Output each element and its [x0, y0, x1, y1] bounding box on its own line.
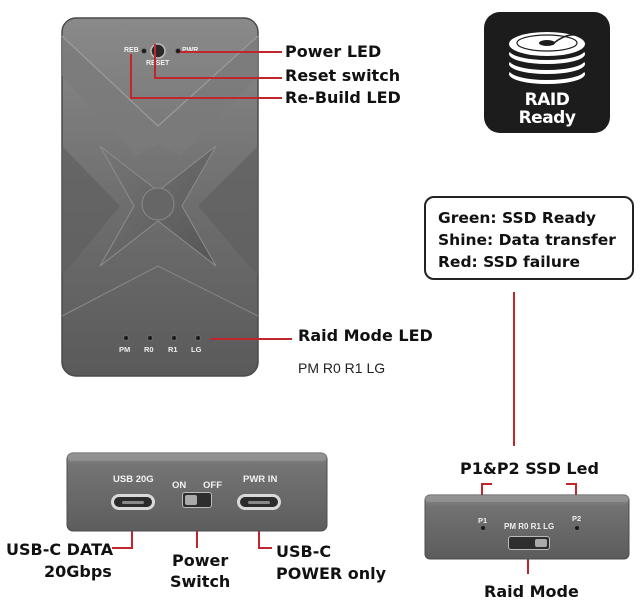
- raid-mode-switch-knob[interactable]: [535, 539, 547, 547]
- p2-led: [575, 526, 579, 530]
- power-switch[interactable]: [182, 492, 212, 508]
- mode-label-pm: PM: [119, 345, 131, 354]
- mode-led-r1: [172, 336, 176, 340]
- switch-off-label: OFF: [203, 480, 222, 491]
- front-panel-device: [61, 17, 259, 377]
- usb-c-power-port[interactable]: [237, 494, 281, 510]
- callout-usb-data-2: 20Gbps: [44, 562, 112, 581]
- callout-raid-mode: Raid Mode: [484, 582, 579, 601]
- p1-label: P1: [478, 516, 488, 525]
- side-mode-labels: PM R0 R1 LG: [504, 522, 555, 531]
- reset-switch-line: [154, 44, 282, 79]
- usb-20g-label: USB 20G: [113, 474, 154, 485]
- callout-usb-data-1: USB-C DATA: [6, 540, 114, 559]
- usb-c-data-port[interactable]: [111, 494, 155, 510]
- rebuild-led: [142, 49, 146, 53]
- reset-label: RESET: [146, 60, 170, 67]
- legend-red: Red: SSD failure: [438, 253, 581, 271]
- p1-led: [481, 526, 485, 530]
- raid-mode-led-subtitle: PM R0 R1 LG: [298, 360, 386, 376]
- callout-power-switch-2: Switch: [170, 572, 231, 591]
- callout-power-led: Power LED: [285, 42, 382, 61]
- p2-label: P2: [572, 514, 582, 523]
- switch-on-label: ON: [172, 480, 187, 491]
- mode-led-r0: [148, 336, 152, 340]
- callout-reset-switch: Reset switch: [285, 66, 401, 85]
- rebuild-led-line: [130, 54, 282, 99]
- callout-power-switch-1: Power: [172, 551, 229, 570]
- callout-raid-mode-led: Raid Mode LED: [298, 326, 433, 345]
- pwr-label: PWR: [182, 47, 199, 54]
- reb-label: REB: [124, 47, 139, 54]
- mode-led-pm: [124, 336, 128, 340]
- mode-label-lg: LG: [191, 345, 202, 354]
- disk-stack-icon: [509, 32, 585, 84]
- legend-shine: Shine: Data transfer: [438, 231, 616, 249]
- mode-label-r0: R0: [144, 345, 154, 354]
- mode-led-lg: [196, 336, 200, 340]
- callout-usb-power-2: POWER only: [276, 564, 387, 583]
- raid-mode-switch[interactable]: [508, 536, 550, 550]
- power-led: [176, 49, 180, 53]
- raid-ready-badge: RAID Ready: [484, 12, 610, 133]
- legend-green: Green: SSD Ready: [438, 209, 597, 227]
- pwr-in-label: PWR IN: [243, 474, 278, 485]
- led-status-legend: Green: SSD Ready Shine: Data transfer Re…: [424, 196, 634, 280]
- callout-usb-power-1: USB-C: [276, 542, 332, 561]
- power-switch-knob[interactable]: [185, 495, 197, 505]
- callout-rebuild-led: Re-Build LED: [285, 88, 401, 107]
- side-panel-title: P1&P2 SSD Led: [460, 459, 599, 478]
- side-panel-device: [424, 494, 630, 560]
- badge-ready-text: Ready: [518, 108, 576, 128]
- mode-label-r1: R1: [168, 345, 178, 354]
- badge-raid-text: RAID: [524, 90, 570, 110]
